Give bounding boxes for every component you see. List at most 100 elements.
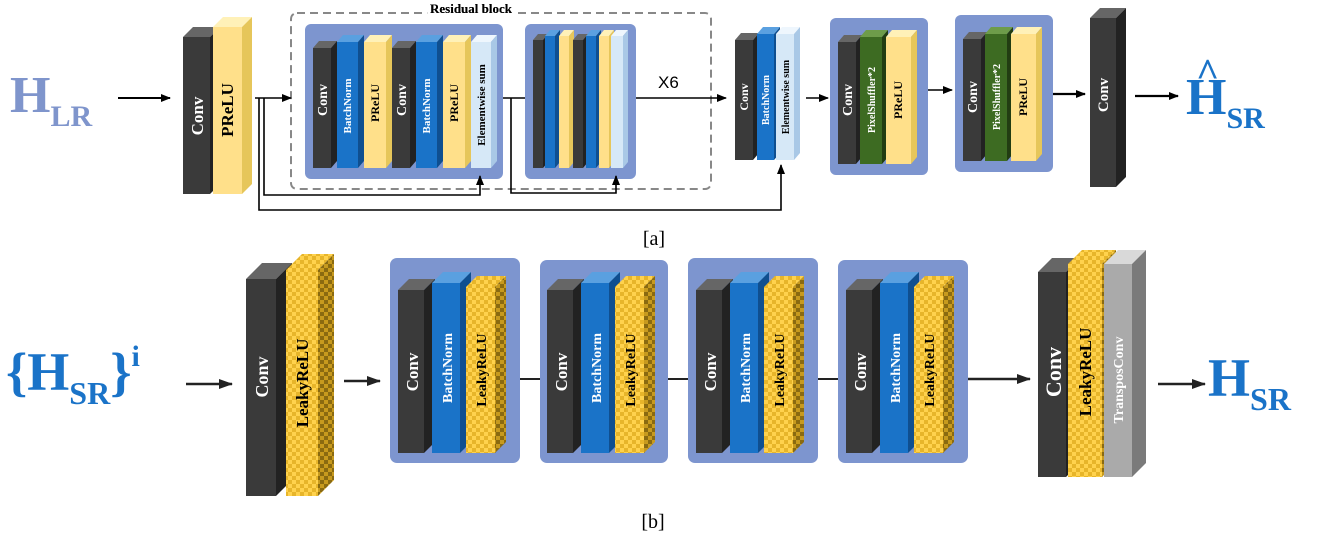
b-group-2: Conv BatchNorm LeakyReLU <box>540 260 668 463</box>
layer-side <box>437 35 443 168</box>
layer-top <box>611 30 628 36</box>
layer-top <box>886 30 917 37</box>
b-group-3: Conv BatchNorm LeakyReLU <box>688 258 818 463</box>
output-hsr-label: HSR <box>1186 69 1265 135</box>
up1-conv <box>838 42 856 164</box>
layer-top <box>846 279 883 290</box>
layer-side <box>1132 250 1146 477</box>
post-batchnorm-label: BatchNorm <box>761 74 772 125</box>
layer-top <box>398 279 435 290</box>
layer-side <box>495 276 506 453</box>
layer-top <box>730 272 769 283</box>
prelu-side <box>242 17 252 194</box>
up2-pixelshuffler-label: PixelShuffler*2 <box>992 64 1003 130</box>
rb1-batchnorm-1 <box>337 42 358 168</box>
b-conv-1-label: Conv <box>252 356 272 397</box>
layer-top <box>581 272 620 283</box>
b-group-2-leakyrelu-label: LeakyReLU <box>624 333 639 406</box>
post-elementwise-sum <box>776 34 794 160</box>
layer-side <box>569 30 574 168</box>
part-b: {HSR}i Conv LeakyReLU Conv BatchNorm <box>6 250 1292 533</box>
layer-side <box>943 276 954 453</box>
layer-side <box>465 35 471 168</box>
b-final-leakyrelu <box>1068 264 1102 477</box>
b-group-3-leakyrelu-label: LeakyReLU <box>773 333 788 406</box>
b-group-3-conv <box>696 290 722 453</box>
final-conv-label: Conv <box>1096 77 1112 112</box>
b-final-transposconv <box>1104 264 1132 477</box>
layer-top <box>985 27 1013 34</box>
b-group-3-batchnorm <box>730 283 758 453</box>
up2-conv <box>963 39 981 161</box>
b-group-1-batchnorm-label: BatchNorm <box>441 333 456 403</box>
connector <box>510 98 620 194</box>
up1-conv-label: Conv <box>841 84 856 116</box>
connector <box>258 98 785 211</box>
b-group-4-batchnorm-label: BatchNorm <box>889 333 904 403</box>
layer-top <box>416 35 443 42</box>
residual-block-frame <box>290 12 712 190</box>
layer-top <box>880 272 919 283</box>
layer-top <box>1068 250 1116 264</box>
layer-top <box>696 279 733 290</box>
layer-side <box>793 276 804 453</box>
layer-side <box>318 254 334 496</box>
layer-side <box>644 276 655 453</box>
layer-side <box>331 41 337 168</box>
b-group-2-conv <box>547 290 573 453</box>
layer-top <box>860 30 888 37</box>
part-a: HLR Conv PReLU Residual block Residual b… <box>10 0 1265 250</box>
b-final-conv <box>1038 272 1066 477</box>
layer-top <box>392 41 416 48</box>
layer-side <box>794 27 800 160</box>
layer-top <box>471 35 497 42</box>
b-group-1-batchnorm <box>432 283 460 453</box>
rb2-elementwise-sum <box>611 36 623 168</box>
layer-side <box>911 30 917 164</box>
b-final-conv-label: Conv <box>1041 347 1066 397</box>
layer-top <box>246 263 292 279</box>
rb1-conv-1 <box>313 48 331 168</box>
conv-label: Conv <box>188 96 207 135</box>
prelu-label: PReLU <box>218 83 237 137</box>
layer-side <box>623 30 628 168</box>
layer-top <box>764 276 804 287</box>
first-conv-block: Conv PReLU <box>183 17 252 194</box>
layer-side <box>1116 8 1126 187</box>
final-conv-block: Conv <box>1090 8 1126 187</box>
repeat-x6-label: X6 <box>658 73 679 92</box>
input-hsr-i-label: {HSR}i <box>6 340 140 411</box>
b-group-4-leakyrelu <box>914 287 943 453</box>
input-hlr-label: HLR <box>10 67 92 133</box>
rb1-conv-2-label: Conv <box>395 84 410 116</box>
b-group-1: Conv BatchNorm LeakyReLU <box>390 258 520 463</box>
rb2-conv-1 <box>533 40 543 168</box>
layer-top <box>735 33 759 40</box>
layer-top <box>963 32 987 39</box>
prelu-top <box>213 17 252 27</box>
post-elementwise-sum-label: Elementwise sum <box>781 59 792 134</box>
b-output-hsr-label: HSR <box>1208 348 1292 417</box>
layer-top <box>432 272 471 283</box>
rb1-prelu-1-label: PReLU <box>368 84 382 122</box>
layer-top <box>337 35 364 42</box>
up2-conv-label: Conv <box>966 81 981 113</box>
caption-a: [a] <box>643 228 665 250</box>
b-group-1-leakyrelu-label: LeakyReLU <box>475 333 490 406</box>
residual-block-title-fg: Residual block <box>430 1 513 16</box>
b-final-transposconv-label: TransposConv <box>1112 337 1127 424</box>
b-group-2-batchnorm <box>581 283 609 453</box>
layer-side <box>491 35 497 168</box>
layer-side <box>386 35 392 168</box>
layer-top <box>313 41 337 48</box>
rb2-conv-2 <box>573 40 583 168</box>
b-group-1-leakyrelu <box>466 287 495 453</box>
up2-prelu <box>1011 34 1036 161</box>
b-group-1-conv <box>398 290 424 453</box>
layer-top <box>776 27 800 34</box>
final-conv <box>1090 18 1116 187</box>
post-conv-label: Conv <box>737 83 751 110</box>
layer-top <box>757 27 780 34</box>
b-final-block: Conv LeakyReLU TransposConv <box>1038 250 1146 477</box>
up2-pixelshuffler <box>985 34 1007 161</box>
